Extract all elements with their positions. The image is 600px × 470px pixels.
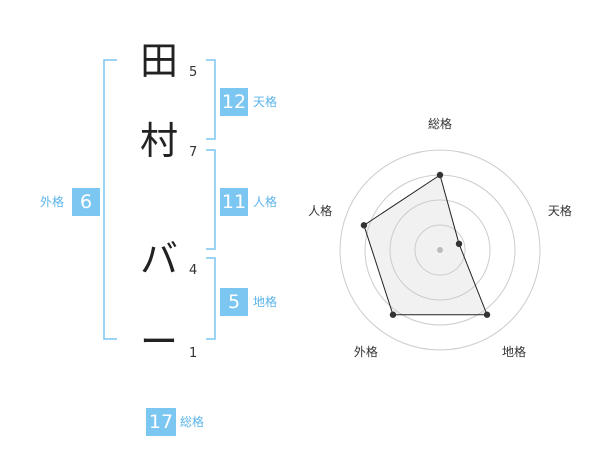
soukaku-label: 総格 (180, 415, 205, 429)
chikaku-value-badge: 5 (220, 288, 248, 316)
radar-point-4 (389, 311, 397, 318)
radar-area (363, 175, 488, 315)
name-char-3: バ (139, 237, 178, 281)
radar-axis-label-4: 外格 (354, 344, 378, 359)
name-char-2: 村 (139, 119, 178, 163)
stroke-count-3: 4 (189, 263, 198, 278)
soukaku-value-badge: 17 (146, 408, 176, 436)
tenkaku-bracket (206, 59, 216, 140)
gaikaku-value-badge: 6 (72, 188, 100, 216)
jinkaku-bracket (206, 149, 216, 250)
jinkaku-label: 人格 (253, 195, 278, 209)
radar-axis-label-3: 地格 (502, 344, 526, 359)
radar-axis-label-2: 天格 (548, 203, 572, 218)
name-char-1: 田 (139, 39, 178, 83)
radar-axis-label-5: 人格 (308, 203, 332, 218)
radar-axis-label-1: 総格 (428, 116, 452, 131)
radar-point-5 (360, 222, 368, 229)
radar-point-2 (455, 240, 463, 248)
radar-outline (363, 174, 488, 316)
gaikaku-bracket (103, 59, 117, 340)
radar-point-3 (483, 311, 491, 318)
gaikaku-label: 外格 (40, 195, 65, 209)
name-char-4: ー (139, 320, 178, 364)
stroke-count-4: 1 (189, 346, 198, 361)
radar-point-1 (436, 171, 444, 179)
radar-grid-ring (389, 199, 491, 301)
stroke-count-2: 7 (189, 145, 198, 160)
chikaku-label: 地格 (253, 295, 278, 309)
stroke-count-1: 5 (189, 65, 198, 80)
radar-center-dot (437, 247, 443, 253)
tenkaku-value-badge: 12 (220, 88, 248, 116)
chikaku-bracket (206, 257, 216, 340)
brackets (103, 59, 216, 340)
tenkaku-label: 天格 (253, 95, 278, 109)
jinkaku-value-badge: 11 (220, 188, 248, 216)
radar-grid-ring (414, 224, 466, 276)
